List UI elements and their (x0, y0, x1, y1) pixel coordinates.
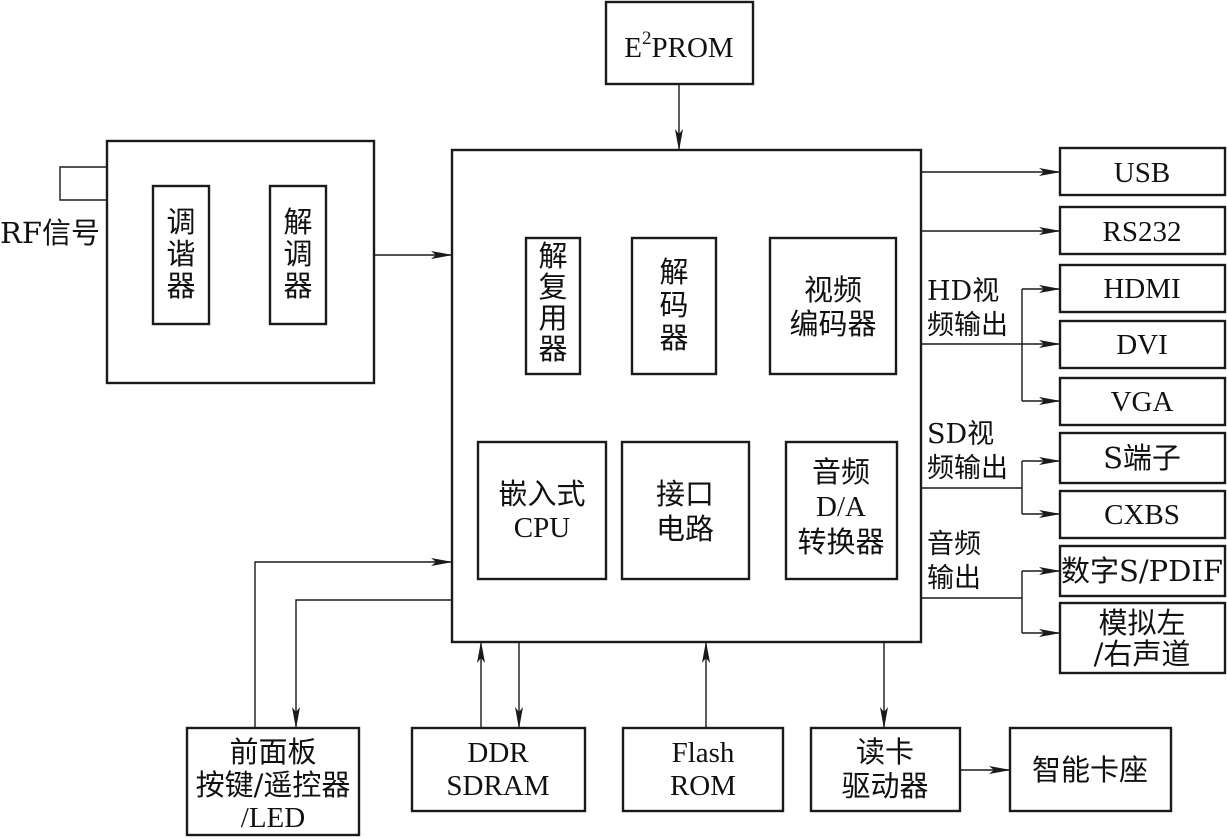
decoder-char-3: 器 (659, 321, 688, 355)
flash-line-2: ROM (670, 770, 736, 802)
card-reader-box (809, 726, 962, 813)
video-encoder-line-2: 编码器 (789, 307, 876, 341)
audio-dac-line-1: 音频 (812, 455, 870, 489)
demux-char-4: 器 (538, 332, 567, 366)
decoder-box (630, 236, 718, 376)
flash-box (621, 726, 785, 813)
usb-box (1058, 146, 1227, 197)
ddr-box (410, 726, 587, 813)
sd-video-label-line-1: SD视 (927, 419, 994, 450)
hdmi-label: HDMI (1103, 273, 1180, 305)
decoder-label: 解 码 器 (659, 255, 688, 355)
tuner-char-1: 调 (166, 205, 195, 239)
interface-line-2: 电路 (656, 512, 714, 546)
demodulator-label: 解 调 器 (283, 205, 312, 303)
rf-input-wire (59, 166, 107, 201)
demod-char-1: 解 (283, 205, 312, 239)
rs232-box (1058, 205, 1227, 256)
video-encoder-line-1: 视频 (804, 273, 862, 307)
eeprom-label: E2PROM (624, 28, 733, 64)
cpu-line-2: CPU (514, 512, 570, 544)
spdif-label: 数字S/PDIF (1061, 554, 1223, 588)
card-reader-line-2: 驱动器 (841, 769, 928, 803)
interface-box (620, 440, 751, 581)
decoder-char-1: 解 (659, 255, 688, 289)
smart-card-label: 智能卡座 (1032, 753, 1148, 787)
vga-label: VGA (1111, 386, 1174, 418)
cpu-box (476, 440, 608, 581)
svideo-label: S端子 (1103, 441, 1181, 475)
hdmi-box (1058, 263, 1227, 314)
audio-dac-line-2: D/A (816, 491, 866, 523)
audio-dac-line-3: 转换器 (797, 525, 884, 559)
demux-char-1: 解 (538, 239, 567, 273)
demod-char-2: 调 (283, 237, 312, 271)
demod-char-3: 器 (283, 269, 312, 303)
analog-audio-line-2: /右声道 (1094, 637, 1191, 671)
demux-char-3: 用 (538, 301, 567, 335)
ddr-line-2: SDRAM (446, 770, 549, 802)
dvi-box (1058, 319, 1227, 370)
demodulator-box (268, 184, 328, 326)
hd-video-label-line-1: HD视 (927, 276, 999, 307)
spdif-box (1058, 544, 1227, 598)
cvbs-label: CXBS (1104, 499, 1180, 531)
rs232-label: RS232 (1103, 216, 1182, 248)
smart-card-box (1008, 726, 1173, 813)
tuner-char-2: 谐 (166, 237, 195, 271)
main-to-front-panel-arrow (292, 599, 452, 729)
analog-audio-line-1: 模拟左 (1098, 606, 1185, 640)
rf-signal-label: RF信号 (0, 216, 100, 250)
tuner-label: 调 谐 器 (166, 205, 195, 303)
usb-label: USB (1114, 157, 1170, 189)
wires (59, 84, 1061, 774)
interface-label: 接口 电路 (656, 477, 714, 546)
ddr-line-1: DDR (467, 737, 529, 769)
hd-video-label-line-2: 频输出 (927, 310, 1008, 341)
front-panel-to-main-arrow (254, 558, 453, 728)
front-panel-line-2: 按键/遥控器 (196, 768, 351, 802)
sd-video-label-line-2: 频输出 (927, 453, 1008, 484)
tuner-box (151, 184, 211, 326)
vga-box (1058, 376, 1227, 427)
boxes (105, 0, 1227, 837)
audio-dac-box (784, 440, 899, 581)
flash-line-1: Flash (672, 737, 735, 769)
front-panel-box (185, 726, 361, 837)
labels: RF信号 调 谐 器 解 调 器 E2PROM 解 复 用 器 解 码 器 视频… (0, 28, 1223, 834)
cpu-label: 嵌入式 CPU (498, 477, 585, 544)
video-encoder-box (768, 236, 898, 376)
tuner-char-3: 器 (166, 269, 195, 303)
eeprom-box (604, 0, 755, 86)
frontend-box (105, 139, 376, 385)
audio-label-line-1: 音频 (927, 529, 981, 560)
svideo-box (1058, 431, 1227, 485)
demux-box (524, 236, 582, 376)
demux-char-2: 复 (538, 270, 567, 304)
cpu-line-1: 嵌入式 (498, 477, 585, 511)
interface-line-1: 接口 (656, 477, 714, 511)
video-encoder-label: 视频 编码器 (789, 273, 876, 341)
audio-dac-label: 音频 D/A 转换器 (797, 455, 884, 559)
front-panel-line-1: 前面板 (229, 735, 316, 769)
front-panel-line-3: /LED (241, 802, 305, 834)
audio-label-line-2: 输出 (927, 563, 981, 594)
analog-audio-box (1058, 601, 1227, 675)
dvi-label: DVI (1116, 329, 1168, 361)
card-reader-line-1: 读卡 (856, 735, 914, 769)
decoder-char-2: 码 (659, 288, 688, 322)
demux-label: 解 复 用 器 (538, 239, 567, 366)
cvbs-box (1058, 489, 1227, 540)
